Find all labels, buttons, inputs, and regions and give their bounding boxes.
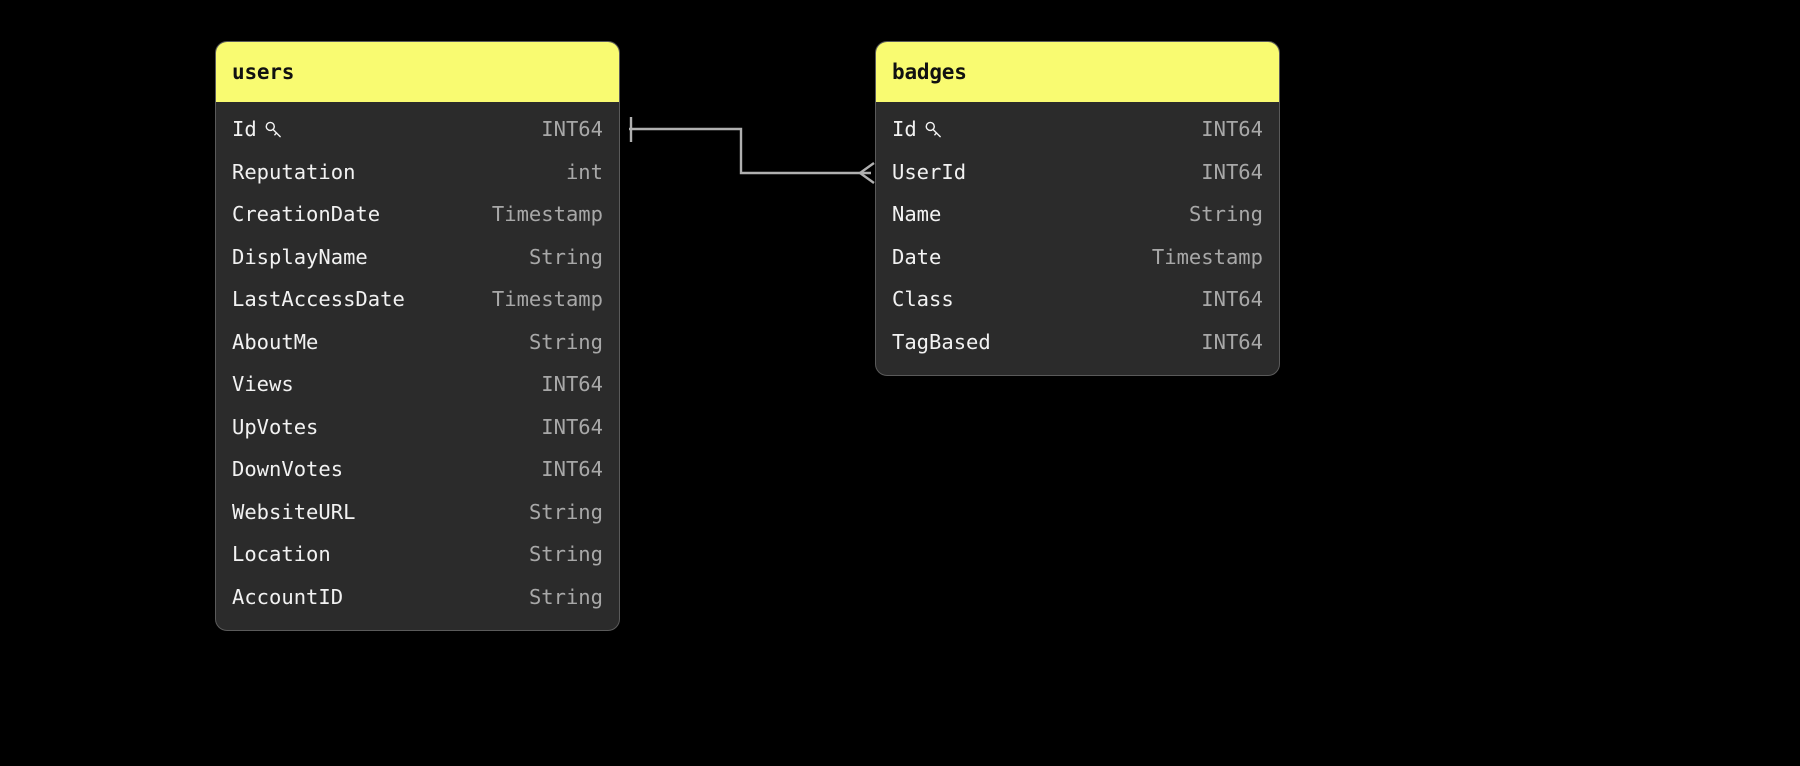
erd-row[interactable]: TagBased INT64	[876, 321, 1279, 364]
erd-field-name: Class	[892, 287, 954, 312]
cardinality-many-crowsfoot	[857, 162, 875, 184]
erd-table-badges[interactable]: badges Id INT64 UserId	[875, 41, 1280, 376]
erd-row[interactable]: WebsiteURL String	[216, 491, 619, 534]
erd-row[interactable]: DownVotes INT64	[216, 448, 619, 491]
erd-table-title: badges	[892, 59, 967, 84]
erd-field-name: AccountID	[232, 584, 344, 609]
erd-field-type: INT64	[541, 457, 603, 482]
erd-row[interactable]: DisplayName String	[216, 236, 619, 279]
erd-row[interactable]: LastAccessDate Timestamp	[216, 278, 619, 321]
erd-field-type: String	[528, 499, 603, 524]
erd-row[interactable]: Id INT64	[876, 108, 1279, 151]
key-icon	[264, 120, 283, 139]
erd-row[interactable]: Date Timestamp	[876, 236, 1279, 279]
erd-row[interactable]: Class INT64	[876, 278, 1279, 321]
erd-field-name: TagBased	[892, 329, 991, 354]
erd-field-type: INT64	[1201, 287, 1263, 312]
erd-field-type: INT64	[1201, 329, 1263, 354]
erd-row[interactable]: Reputation int	[216, 151, 619, 194]
erd-row[interactable]: AccountID String	[216, 576, 619, 619]
erd-field-type: String	[528, 244, 603, 269]
erd-table-body-users: Id INT64 Reputation int CreationDate	[216, 102, 619, 630]
erd-field-label: Id	[232, 117, 257, 142]
erd-field-name: UpVotes	[232, 414, 319, 439]
erd-field-type: String	[528, 542, 603, 567]
erd-field-name: DisplayName	[232, 244, 368, 269]
erd-table-title: users	[232, 59, 295, 84]
erd-field-name: LastAccessDate	[232, 287, 405, 312]
erd-table-body-badges: Id INT64 UserId INT64 Name S	[876, 102, 1279, 375]
erd-row[interactable]: UpVotes INT64	[216, 406, 619, 449]
erd-field-name: WebsiteURL	[232, 499, 356, 524]
erd-field-type: String	[1188, 202, 1263, 227]
erd-field-type: Timestamp	[1151, 244, 1263, 269]
erd-field-type: INT64	[541, 372, 603, 397]
erd-field-name: Reputation	[232, 159, 356, 184]
erd-field-type: String	[528, 329, 603, 354]
erd-field-type: Timestamp	[491, 287, 603, 312]
erd-table-users[interactable]: users Id INT64 Reputation	[215, 41, 620, 631]
erd-row[interactable]: Location String	[216, 533, 619, 576]
erd-field-name: Date	[892, 244, 942, 269]
erd-field-name: CreationDate	[232, 202, 381, 227]
erd-field-type: INT64	[1201, 117, 1263, 142]
erd-field-type: INT64	[1201, 159, 1263, 184]
erd-row[interactable]: CreationDate Timestamp	[216, 193, 619, 236]
erd-field-name: UserId	[892, 159, 967, 184]
erd-field-name: Id	[892, 117, 943, 141]
erd-row[interactable]: Name String	[876, 193, 1279, 236]
erd-field-name: Name	[892, 202, 942, 227]
erd-field-name: AboutMe	[232, 329, 319, 354]
erd-field-name: Views	[232, 372, 294, 397]
erd-field-label: Id	[892, 117, 917, 142]
erd-field-type: INT64	[541, 117, 603, 142]
erd-row[interactable]: UserId INT64	[876, 151, 1279, 194]
erd-field-name: Id	[232, 117, 283, 141]
erd-field-type: String	[528, 584, 603, 609]
erd-field-type: INT64	[541, 414, 603, 439]
erd-table-header-users[interactable]: users	[216, 42, 619, 102]
erd-row[interactable]: AboutMe String	[216, 321, 619, 364]
erd-field-name: Location	[232, 542, 331, 567]
key-icon	[924, 120, 943, 139]
erd-table-header-badges[interactable]: badges	[876, 42, 1279, 102]
relationship-line-users-badges	[629, 127, 871, 175]
erd-row[interactable]: Views INT64	[216, 363, 619, 406]
erd-field-type: Timestamp	[491, 202, 603, 227]
erd-row[interactable]: Id INT64	[216, 108, 619, 151]
erd-field-name: DownVotes	[232, 457, 344, 482]
erd-field-type: int	[565, 159, 603, 184]
